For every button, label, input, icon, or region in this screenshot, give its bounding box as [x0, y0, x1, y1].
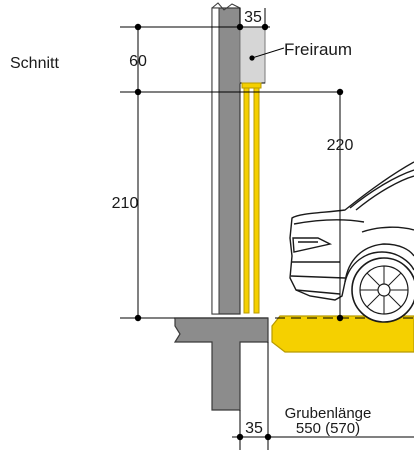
post-cap — [241, 82, 262, 89]
platform — [271, 315, 414, 353]
wall-break-top — [211, 2, 241, 11]
dimension-dots — [134, 23, 344, 441]
floor-slab — [173, 317, 269, 411]
post-left — [243, 86, 250, 314]
pit-length-label: Grubenlänge — [285, 405, 372, 422]
dim-lower-height: 210 — [112, 195, 139, 212]
section-label: Schnitt — [10, 55, 59, 72]
dimension-lines — [120, 8, 414, 450]
post-right — [253, 86, 260, 314]
wall-upper-inner — [211, 7, 220, 315]
car-wheel — [351, 257, 414, 323]
clearance-label: Freiraum — [284, 40, 352, 59]
pit-length-value: 550 (570) — [296, 420, 360, 437]
dim-top-gap: 60 — [129, 53, 147, 70]
dim-top-width: 35 — [244, 9, 262, 26]
dim-vehicle-clearance: 220 — [327, 137, 354, 154]
car-illustration — [289, 161, 414, 301]
dim-bottom-width: 35 — [245, 420, 263, 437]
